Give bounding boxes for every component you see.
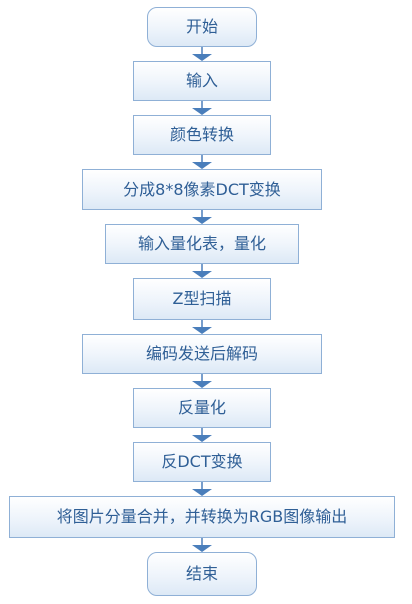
node-input-label: 输入 [185, 71, 218, 90]
arrow-head-8 [192, 435, 212, 442]
arrow-head-5 [192, 271, 212, 278]
node-merge-output: 将图片分量合并，并转换为RGB图像输出 [9, 496, 395, 538]
node-color-convert: 颜色转换 [133, 115, 271, 155]
node-zscan-label: Z型扫描 [172, 289, 232, 308]
node-end-label: 结束 [185, 564, 218, 583]
arrow-head-2 [192, 108, 212, 115]
arrow-head-3 [192, 162, 212, 169]
node-end: 结束 [147, 552, 257, 596]
node-dequantize-label: 反量化 [177, 398, 226, 417]
node-input: 输入 [133, 61, 271, 101]
arrow-head-4 [192, 217, 212, 224]
node-zscan: Z型扫描 [133, 278, 271, 320]
node-encode-decode-label: 编码发送后解码 [145, 344, 258, 363]
node-idct: 反DCT变换 [133, 442, 271, 482]
arrow-head-6 [192, 327, 212, 334]
node-start-label: 开始 [185, 17, 218, 36]
node-start: 开始 [147, 7, 257, 47]
node-quantize: 输入量化表，量化 [105, 224, 299, 264]
arrow-head-9 [192, 489, 212, 496]
node-quantize-label: 输入量化表，量化 [137, 234, 266, 253]
node-encode-decode: 编码发送后解码 [82, 334, 322, 374]
node-dct-label: 分成8*8像素DCT变换 [123, 179, 281, 199]
node-merge-output-label: 将图片分量合并，并转换为RGB图像输出 [56, 507, 348, 526]
node-idct-label: 反DCT变换 [161, 452, 243, 471]
arrow-head-7 [192, 381, 212, 388]
node-dct: 分成8*8像素DCT变换 [82, 169, 322, 210]
node-dequantize: 反量化 [133, 388, 271, 428]
arrow-head-10 [192, 545, 212, 552]
node-color-convert-label: 颜色转换 [169, 125, 234, 144]
arrow-head-1 [192, 54, 212, 61]
